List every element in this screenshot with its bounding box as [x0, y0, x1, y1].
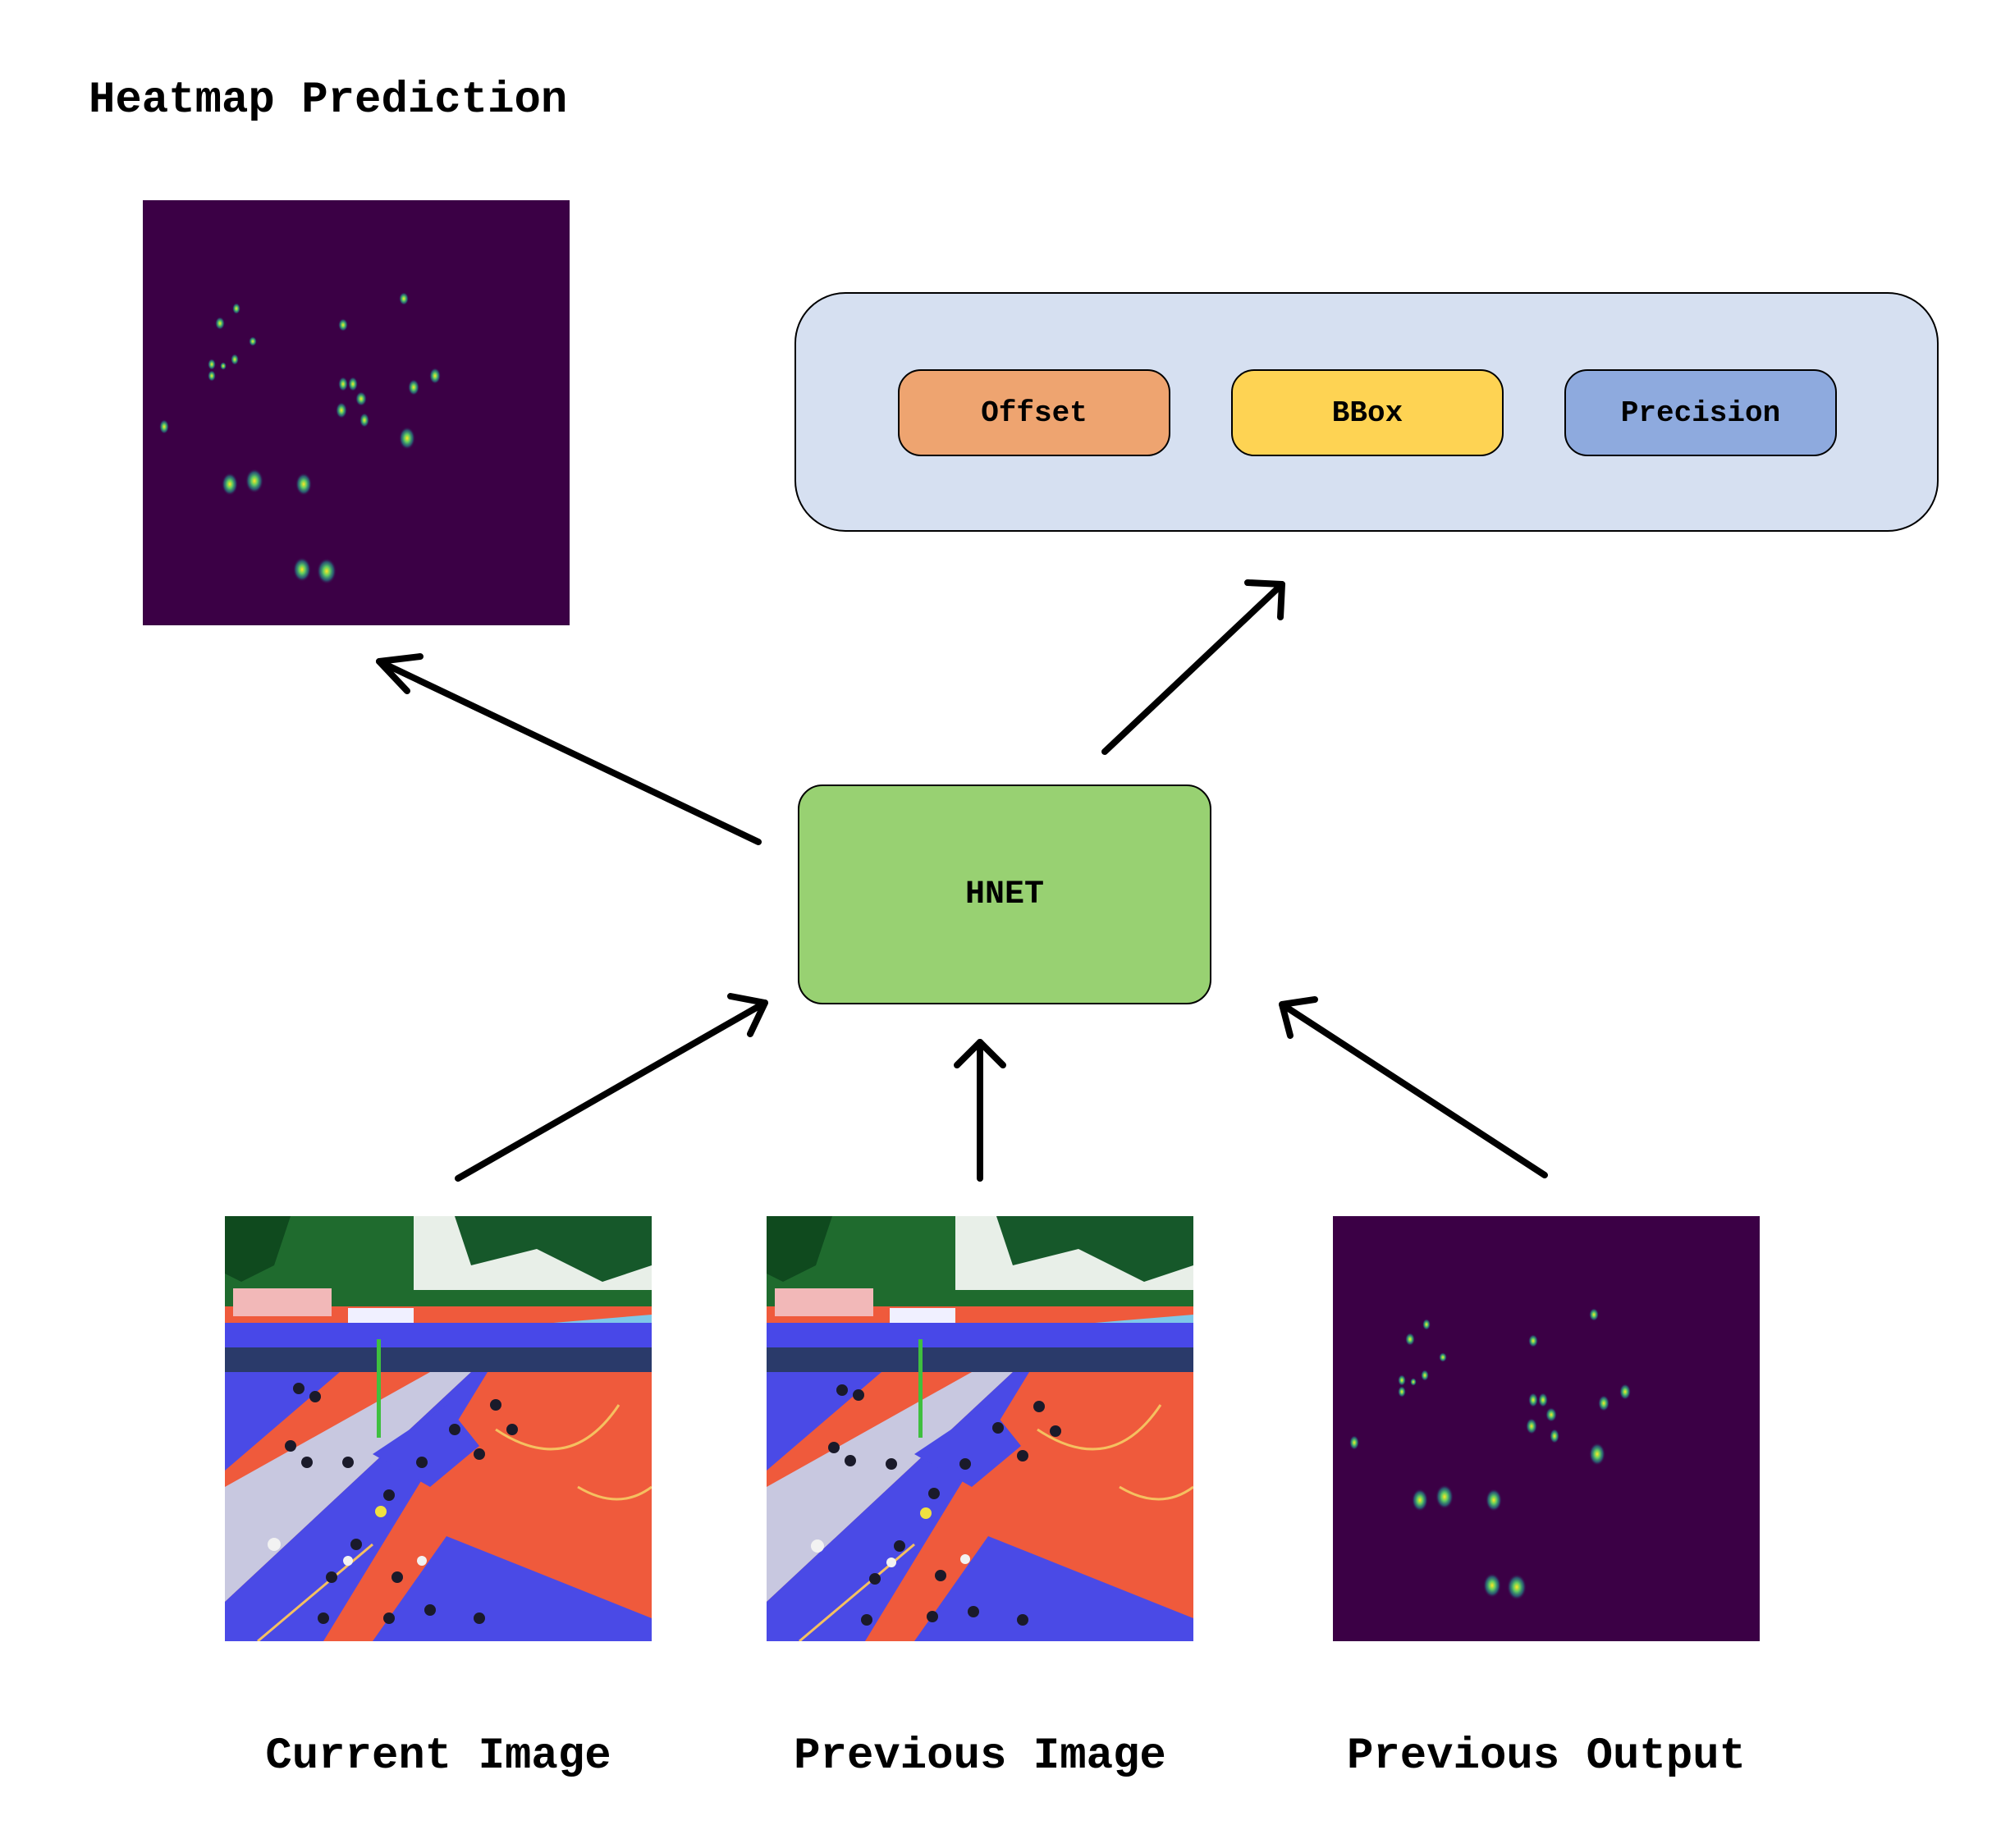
- previous-image-caption: Previous Image: [794, 1731, 1166, 1782]
- offset-box: Offset: [898, 369, 1170, 456]
- bbox-box: BBox: [1231, 369, 1504, 456]
- current-image-scene: [225, 1216, 652, 1641]
- arrow-previous-image-to-hnet: [954, 1039, 1006, 1182]
- arrow-hnet-to-heatmap: [376, 653, 762, 845]
- current-image-caption: Current Image: [265, 1731, 611, 1782]
- previous-output-caption: Previous Output: [1346, 1731, 1747, 1782]
- arrow-current-to-hnet: [455, 993, 768, 1182]
- arrow-previous-output-to-hnet: [1279, 996, 1548, 1178]
- previous-output-blobs: [1349, 1308, 1631, 1600]
- heatmap-prediction-title: Heatmap Prediction: [89, 75, 568, 126]
- previous-output-image: [1333, 1216, 1760, 1641]
- heatmap-prediction-image: [143, 200, 570, 625]
- hnet-box: HNET: [798, 784, 1211, 1004]
- arrow-hnet-to-outputs: [1101, 579, 1285, 755]
- previous-image: [767, 1216, 1193, 1641]
- current-image: [225, 1216, 652, 1641]
- previous-image-scene: [767, 1216, 1193, 1641]
- heatmap-prediction-blobs: [159, 292, 441, 584]
- precision-box: Precision: [1564, 369, 1837, 456]
